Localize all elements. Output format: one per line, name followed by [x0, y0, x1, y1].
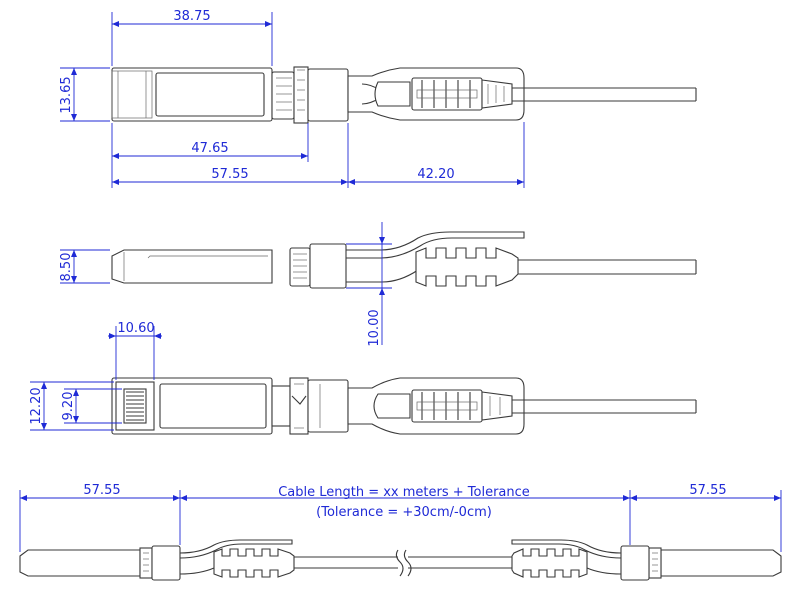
top-module-nose — [111, 70, 153, 119]
dim-label-38-75: 38.75 — [173, 9, 210, 24]
dim-thickness: 8.50 — [59, 249, 110, 284]
top-label-window — [155, 72, 265, 117]
dim-label-13-65: 13.65 — [59, 76, 74, 113]
assembly-left-module — [19, 539, 295, 581]
assembly-view: 57.55 Cable Length = xx meters + Toleran… — [19, 483, 782, 581]
bottom-connector-edge — [115, 381, 155, 431]
dim-tab-height: 10.00 — [346, 222, 392, 347]
bottom-edge-contacts — [126, 391, 144, 421]
dim-label-57-55-top: 57.55 — [211, 167, 248, 182]
dim-label-9-20: 9.20 — [61, 392, 76, 421]
dim-label-8-50: 8.50 — [59, 253, 74, 282]
dim-pull-tab: 42.20 — [348, 167, 524, 185]
dim-left-module: 57.55 — [19, 483, 181, 552]
dim-module-height: 13.65 — [59, 67, 110, 122]
top-boot-ribs — [411, 77, 513, 111]
dim-label-12-20: 12.20 — [29, 387, 44, 424]
side-module-body — [111, 249, 273, 284]
assembly-cable — [294, 549, 512, 577]
side-boot-ribs — [415, 247, 519, 287]
dim-module-body: 38.75 — [111, 9, 273, 66]
side-latch-ribs — [289, 243, 347, 289]
dim-inner-height: 9.20 — [61, 388, 122, 424]
dim-label-42-20: 42.20 — [417, 167, 454, 182]
bottom-view: 10.60 12.20 9.20 — [29, 321, 697, 435]
side-cable — [518, 259, 697, 275]
bottom-latch — [271, 377, 349, 435]
dim-label-10-00: 10.00 — [367, 309, 382, 346]
dim-cable-length: Cable Length = xx meters + Tolerance (To… — [180, 485, 630, 520]
bottom-label-window — [159, 383, 267, 429]
top-latch-fingers — [271, 71, 295, 120]
dim-connector-depth: 10.60 — [108, 321, 162, 380]
assembly-right-module — [511, 539, 782, 581]
dim-outer-height: 12.20 — [29, 381, 114, 431]
dim-label-57-55-left: 57.55 — [83, 483, 120, 498]
dim-module-length: 57.55 — [111, 122, 525, 188]
top-view: 38.75 13.65 47.65 57.55 — [59, 9, 697, 188]
dim-label-47-65: 47.65 — [191, 141, 228, 156]
cable-break-mark-left — [395, 549, 404, 577]
dim-right-module: 57.55 — [629, 483, 782, 552]
top-cable — [512, 87, 697, 102]
tolerance-label: (Tolerance = +30cm/-0cm) — [316, 505, 492, 520]
bottom-cable — [512, 399, 697, 414]
cable-break-mark-right — [403, 549, 412, 577]
bottom-boot-ribs — [411, 389, 513, 423]
cable-length-label: Cable Length = xx meters + Tolerance — [278, 485, 530, 500]
top-boot-collar — [293, 66, 349, 124]
side-view: 8.50 10.00 — [59, 222, 697, 347]
dim-to-latch: 47.65 — [111, 123, 309, 162]
dim-label-57-55-right: 57.55 — [689, 483, 726, 498]
dim-label-10-60: 10.60 — [117, 321, 154, 336]
